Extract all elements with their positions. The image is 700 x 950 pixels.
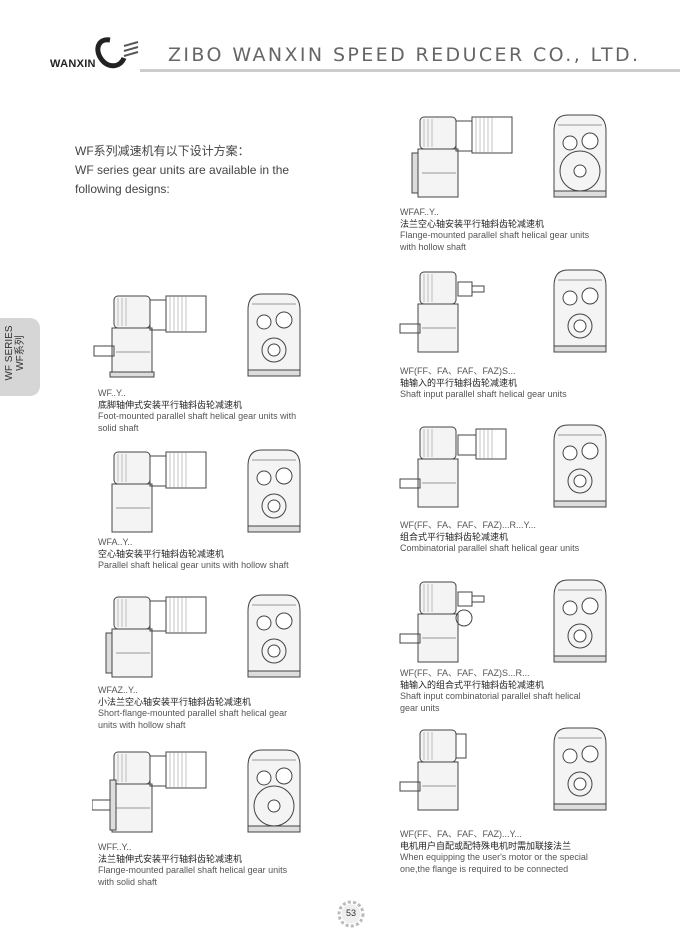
- side-view-drawing: [398, 578, 523, 668]
- design-name-en: Flange-mounted parallel shaft helical ge…: [98, 865, 288, 887]
- header-divider: [140, 69, 680, 72]
- side-tab-line1: WF SERIES: [4, 325, 15, 381]
- design-name-en: Shaft input parallel shaft helical gear …: [400, 389, 567, 399]
- design-code: WF(FF、FA、FAF、FAZ)S...: [400, 366, 516, 376]
- front-view-drawing: [548, 111, 612, 201]
- design-name-cn: 空心轴安装平行轴斜齿轮减速机: [98, 548, 225, 559]
- design-caption: WFAZ..Y.. 小法兰空心轴安装平行轴斜齿轮减速机 Short-flange…: [98, 685, 298, 731]
- design-caption: WFA..Y.. 空心轴安装平行轴斜齿轮减速机 Parallel shaft h…: [98, 537, 298, 572]
- intro-en: WF series gear units are available in th…: [75, 163, 290, 196]
- design-name-en: Shaft input combinatorial parallel shaft…: [400, 691, 581, 713]
- gear-badge-icon: [337, 900, 365, 928]
- design-code: WF(FF、FA、FAF、FAZ)...R...Y...: [400, 520, 536, 530]
- front-view-drawing: [242, 446, 306, 536]
- design-name-en: When equipping the user's motor or the s…: [400, 852, 588, 874]
- page-number: 53: [345, 908, 356, 918]
- side-view-drawing: [398, 423, 523, 513]
- design-code: WFA..Y..: [98, 537, 133, 547]
- design-caption: WFAF..Y.. 法兰空心轴安装平行轴斜齿轮减速机 Flange-mounte…: [400, 207, 590, 253]
- design-name-cn: 底脚轴伸式安装平行轴斜齿轮减速机: [98, 399, 243, 410]
- design-code: WF(FF、FA、FAF、FAZ)...Y...: [400, 829, 522, 839]
- company-name: ZIBO WANXIN SPEED REDUCER CO., LTD.: [168, 44, 641, 66]
- design-name-cn: 轴输入的平行轴斜齿轮减速机: [400, 377, 518, 388]
- design-name-en: Foot-mounted parallel shaft helical gear…: [98, 411, 297, 433]
- design-caption: WF(FF、FA、FAF、FAZ)...R...Y... 组合式平行轴斜齿轮减速…: [400, 520, 590, 555]
- front-view-drawing: [242, 290, 306, 380]
- side-view-drawing: [92, 292, 217, 382]
- side-view-drawing: [92, 448, 217, 538]
- design-name-en: Parallel shaft helical gear units with h…: [98, 560, 289, 570]
- logo-text: WANXIN: [50, 58, 96, 70]
- front-view-drawing: [548, 576, 612, 666]
- design-name-cn: 电机用户自配或配特殊电机时需加联接法兰: [400, 840, 572, 851]
- design-caption: WF(FF、FA、FAF、FAZ)...Y... 电机用户自配或配特殊电机时需加…: [400, 829, 590, 875]
- design-code: WFF..Y..: [98, 842, 132, 852]
- design-caption: WFF..Y.. 法兰轴伸式安装平行轴斜齿轮减速机 Flange-mounted…: [98, 842, 298, 888]
- front-view-drawing: [242, 746, 306, 836]
- design-code: WF(FF、FA、FAF、FAZ)S...R...: [400, 668, 530, 678]
- design-name-cn: 组合式平行轴斜齿轮减速机: [400, 531, 509, 542]
- side-view-drawing: [92, 593, 217, 683]
- front-view-drawing: [242, 591, 306, 681]
- design-caption: WF(FF、FA、FAF、FAZ)S... 轴输入的平行轴斜齿轮减速机 Shaf…: [400, 366, 590, 401]
- intro-cn: WF系列减速机有以下设计方案：: [75, 144, 250, 158]
- side-view-drawing: [398, 113, 523, 203]
- design-name-cn: 轴输入的组合式平行轴斜齿轮减速机: [400, 679, 545, 690]
- front-view-drawing: [548, 724, 612, 814]
- wanxin-logo: [95, 37, 139, 69]
- design-name-cn: 法兰空心轴安装平行轴斜齿轮减速机: [400, 218, 545, 229]
- design-caption: WF(FF、FA、FAF、FAZ)S...R... 轴输入的组合式平行轴斜齿轮减…: [400, 668, 590, 714]
- design-name-cn: 小法兰空心轴安装平行轴斜齿轮减速机: [98, 696, 252, 707]
- design-code: WFAZ..Y..: [98, 685, 138, 695]
- page-header: WANXIN ZIBO WANXIN SPEED REDUCER CO., LT…: [50, 36, 680, 76]
- side-view-drawing: [92, 748, 217, 838]
- design-caption: WF..Y.. 底脚轴伸式安装平行轴斜齿轮减速机 Foot-mounted pa…: [98, 388, 298, 434]
- page-number-badge: 53: [337, 900, 365, 928]
- design-name-en: Combinatorial parallel shaft helical gea…: [400, 543, 580, 553]
- front-view-drawing: [548, 266, 612, 356]
- side-view-drawing: [398, 268, 523, 358]
- side-tab-line2: WF系列: [15, 335, 26, 371]
- design-name-en: Short-flange-mounted parallel shaft heli…: [98, 708, 288, 730]
- intro-text: WF系列减速机有以下设计方案： WF series gear units are…: [75, 142, 325, 199]
- design-code: WF..Y..: [98, 388, 126, 398]
- front-view-drawing: [548, 421, 612, 511]
- design-name-en: Flange-mounted parallel shaft helical ge…: [400, 230, 590, 252]
- design-code: WFAF..Y..: [400, 207, 439, 217]
- design-name-cn: 法兰轴伸式安装平行轴斜齿轮减速机: [98, 853, 243, 864]
- side-view-drawing: [398, 726, 523, 816]
